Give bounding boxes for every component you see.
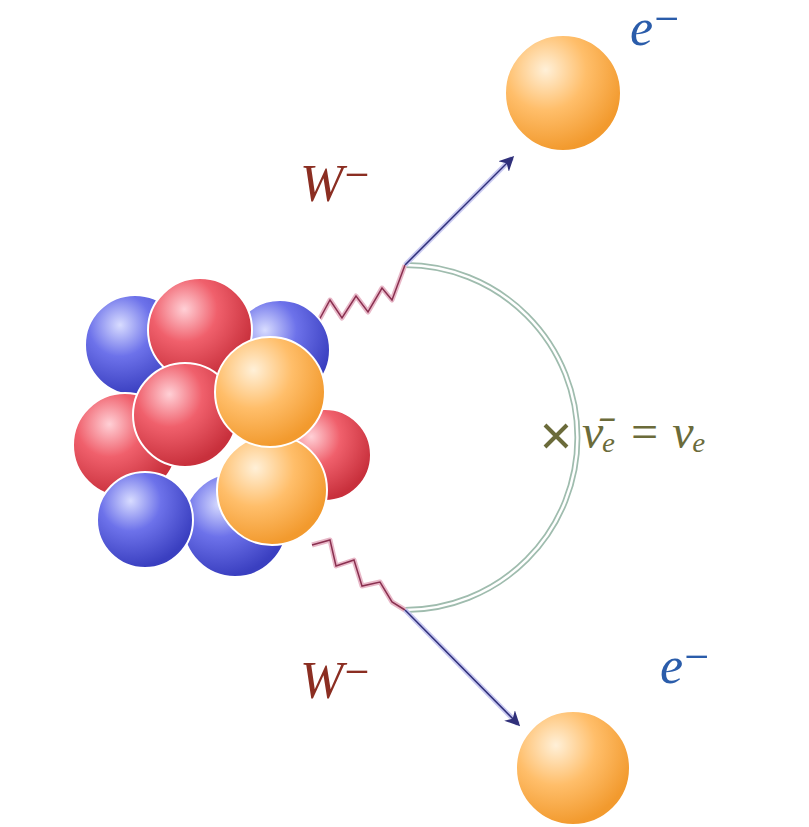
boson-label: W⁻: [300, 158, 371, 210]
majorana-relation: ν̄ₑ = νₑ: [582, 408, 706, 456]
electron-label: e⁻: [660, 640, 711, 692]
electron-label: e⁻: [630, 2, 681, 54]
boson-label: W⁻: [300, 655, 371, 707]
